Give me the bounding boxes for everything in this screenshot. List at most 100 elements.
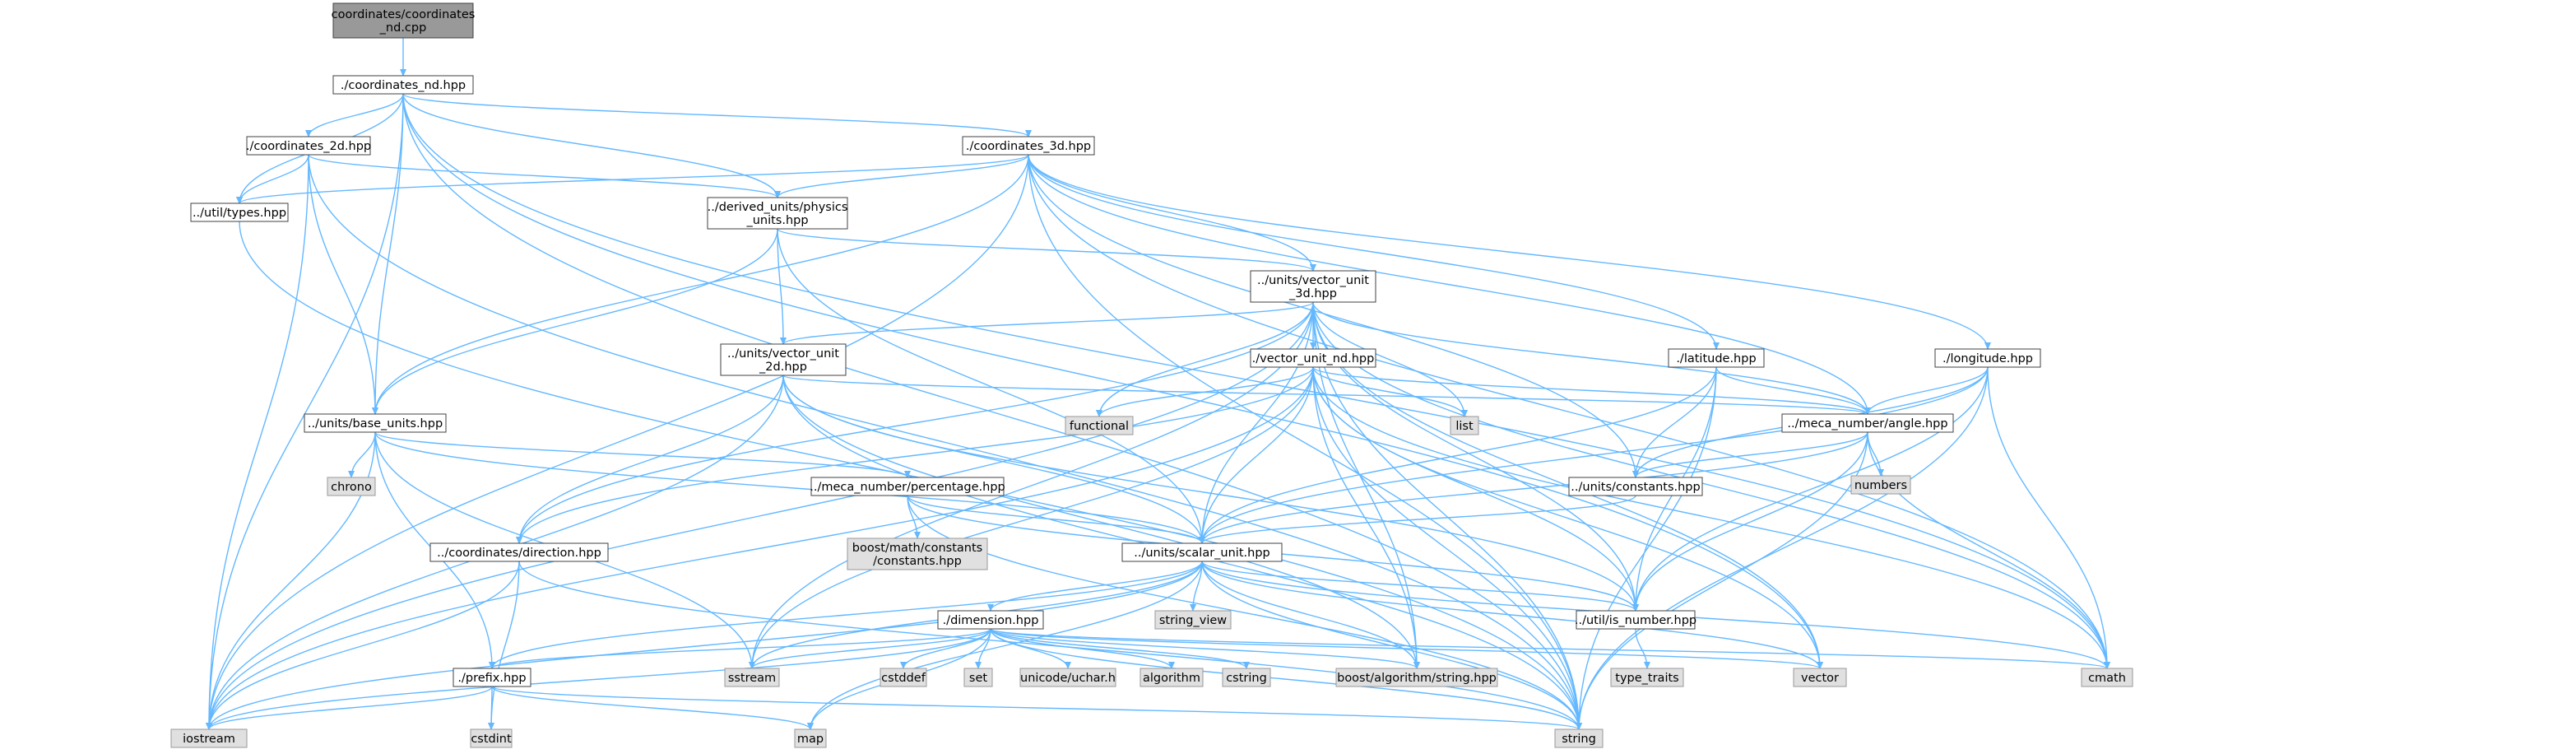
edge-scalar_unit-to-is_number	[1201, 561, 1639, 612]
node-coordinates_2d[interactable]: ./coordinates_2d.hpp	[246, 136, 371, 156]
node-box-cstdint	[470, 728, 513, 748]
node-string_view: string_view	[1154, 610, 1232, 630]
node-box-string_view	[1154, 610, 1232, 630]
node-label-coordinates_2d: ./coordinates_2d.hpp	[246, 140, 371, 153]
edge-vector_3d-to-angle	[1312, 301, 1871, 415]
node-util_types[interactable]: ../util/types.hpp	[190, 202, 289, 222]
edge-longitude-to-is_number	[1632, 366, 1989, 612]
edge-vector_2d-to-scalar_unit	[782, 375, 1205, 544]
node-box-vector	[1793, 668, 1847, 687]
node-label-sstream: sstream	[728, 672, 776, 685]
edge-latitude-to-string	[1576, 366, 1717, 730]
node-box-type_traits	[1610, 668, 1684, 687]
node-list: list	[1450, 416, 1479, 435]
node-label-latitude: ./latitude.hpp	[1676, 352, 1756, 365]
edge-coordinates_2d-to-base_units	[308, 154, 378, 415]
edge-scalar_unit-to-map	[807, 561, 1203, 730]
node-label-scalar_unit: ../units/scalar_unit.hpp	[1134, 547, 1269, 560]
edge-coordinates_3d-to-string	[1028, 154, 1582, 730]
edge-percentage-to-string	[907, 495, 1582, 730]
node-functional: functional	[1065, 416, 1134, 435]
edge-coordinates_3d-to-cmath	[1028, 154, 2110, 669]
edge-vector_3d-to-scalar_unit	[1199, 301, 1314, 544]
node-angle[interactable]: ../meca_number/angle.hpp	[1781, 413, 1954, 433]
node-label-vector: vector	[1801, 672, 1839, 685]
node-box-root	[332, 2, 474, 39]
node-percentage[interactable]: ../meca_number/percentage.hpp	[810, 477, 1005, 496]
edge-prefix-to-map	[491, 686, 814, 730]
node-label-iostream: iostream	[183, 733, 235, 746]
edge-vector_nd-to-list	[1312, 366, 1468, 417]
node-base_units[interactable]: ../units/base_units.hpp	[304, 413, 447, 433]
edge-latitude-to-scalar_unit	[1199, 366, 1717, 544]
node-coordinates_nd[interactable]: ./coordinates_nd.hpp	[332, 75, 474, 95]
node-vector_2d[interactable]: ../units/vector_unit_2d.hpp	[720, 343, 847, 376]
edge-prefix-to-cstdint	[488, 686, 495, 730]
node-latitude[interactable]: ./latitude.hpp	[1668, 348, 1765, 368]
edge-coordinates_3d-to-util_types	[236, 154, 1029, 204]
node-vector_nd[interactable]: ./vector_unit_nd.hpp	[1250, 348, 1376, 368]
edge-vector_3d-to-cmath	[1312, 301, 2110, 669]
node-label-type_traits: type_traits	[1615, 672, 1678, 685]
node-boost_string: boost/algorithm/string.hpp	[1335, 668, 1498, 687]
node-label-direction: ../coordinates/direction.hpp	[437, 547, 601, 560]
node-box-util_types	[190, 202, 289, 222]
node-vector: vector	[1793, 668, 1847, 687]
node-root[interactable]: coordinates/coordinates_nd.cpp	[332, 2, 476, 39]
node-set: set	[963, 668, 993, 687]
edge-coordinates_2d-to-derived_units	[308, 154, 781, 198]
edge-vector_nd-to-boost_string	[1312, 366, 1420, 669]
node-label-dimension: ./dimension.hpp	[943, 614, 1039, 627]
edge-base_units-to-scalar_unit	[374, 431, 1205, 544]
edge-longitude-to-angle	[1864, 366, 1989, 415]
edge-dimension-to-boost_string	[990, 628, 1420, 669]
node-type_traits: type_traits	[1610, 668, 1684, 687]
node-box-is_number	[1576, 610, 1696, 630]
edge-util_types-to-string	[239, 221, 1582, 730]
edge-coordinates_3d-to-derived_units	[774, 154, 1029, 198]
edge-longitude-to-cmath	[1987, 366, 2110, 669]
edge-coordinates_nd-to-base_units	[372, 93, 404, 415]
node-label-boost_constants: /constants.hpp	[873, 555, 962, 568]
node-sstream: sstream	[724, 668, 780, 687]
node-box-boost_string	[1335, 668, 1498, 687]
edge-direction-to-cstdint	[488, 561, 520, 730]
node-box-functional	[1065, 416, 1134, 435]
edge-coordinates_3d-to-iostream	[206, 154, 1029, 730]
edge-vector_nd-to-iostream	[206, 366, 1314, 730]
node-direction[interactable]: ../coordinates/direction.hpp	[429, 542, 609, 562]
node-label-algorithm: algorithm	[1143, 672, 1200, 685]
node-label-set: set	[969, 672, 987, 685]
node-constants[interactable]: ../units/constants.hpp	[1568, 477, 1703, 496]
node-derived_units[interactable]: ../derived_units/physics_units.hpp	[707, 197, 848, 230]
node-label-uchar: unicode/uchar.h	[1020, 672, 1116, 685]
edge-coordinates_nd-to-derived_units	[402, 93, 781, 198]
node-box-vector_2d	[720, 343, 847, 376]
edge-coordinates_3d-to-longitude	[1028, 154, 1991, 350]
node-longitude[interactable]: ./longitude.hpp	[1934, 348, 2041, 368]
edge-latitude-to-constants	[1632, 366, 1717, 478]
edge-vector_3d-to-string	[1312, 301, 1582, 730]
node-scalar_unit[interactable]: ../units/scalar_unit.hpp	[1121, 542, 1283, 562]
edge-base_units-to-iostream	[206, 431, 376, 730]
node-box-percentage	[810, 477, 1005, 496]
node-vector_3d[interactable]: ../units/vector_unit_3d.hpp	[1250, 270, 1376, 303]
node-box-prefix	[453, 668, 531, 687]
node-box-coordinates_2d	[246, 136, 371, 156]
node-coordinates_3d[interactable]: ./coordinates_3d.hpp	[962, 136, 1095, 156]
edge-is_number-to-type_traits	[1635, 628, 1650, 669]
edge-derived_units-to-base_units	[372, 228, 778, 415]
node-prefix[interactable]: ./prefix.hpp	[453, 668, 531, 687]
edge-dimension-to-prefix	[489, 628, 991, 669]
edge-angle-to-constants	[1632, 431, 1868, 478]
edge-prefix-to-string	[491, 686, 1582, 730]
edge-dimension-to-string	[990, 628, 1582, 730]
node-iostream: iostream	[170, 728, 248, 748]
node-algorithm: algorithm	[1139, 668, 1204, 687]
edge-dimension-to-sstream	[749, 628, 991, 669]
node-dimension[interactable]: ./dimension.hpp	[937, 610, 1044, 630]
edges-layer	[206, 38, 2110, 730]
node-box-algorithm	[1139, 668, 1204, 687]
node-is_number[interactable]: ../util/is_number.hpp	[1575, 610, 1696, 630]
node-box-cstddef	[880, 668, 927, 687]
